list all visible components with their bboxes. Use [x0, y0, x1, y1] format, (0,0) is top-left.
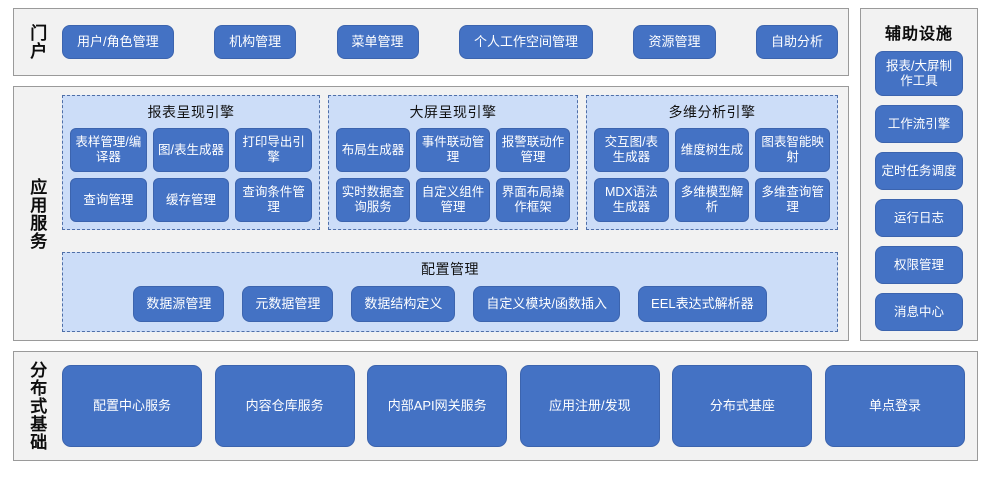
engine-items: 布局生成器事件联动管理报警联动作管理实时数据查询服务自定义组件管理界面布局操作框… [336, 128, 570, 222]
auxiliary-button[interactable]: 运行日志 [875, 199, 963, 237]
engine-panel: 报表呈现引擎表样管理/编译器图/表生成器打印导出引擎查询管理缓存管理查询条件管理 [62, 95, 320, 230]
engine-button[interactable]: 界面布局操作框架 [496, 178, 570, 222]
engine-button[interactable]: 表样管理/编译器 [70, 128, 147, 172]
auxiliary-section-title: 辅助设施 [884, 26, 953, 43]
distributed-foundation-label: 分布式基础 [27, 361, 47, 451]
portal-button[interactable]: 自助分析 [755, 25, 838, 59]
configuration-button[interactable]: 自定义模块/函数插入 [473, 286, 621, 322]
engine-panel: 大屏呈现引擎布局生成器事件联动管理报警联动作管理实时数据查询服务自定义组件管理界… [328, 95, 578, 230]
portal-items: 用户/角色管理 机构管理 菜单管理 个人工作空间管理 资源管理 自助分析 [58, 9, 848, 75]
engines-row: 报表呈现引擎表样管理/编译器图/表生成器打印导出引擎查询管理缓存管理查询条件管理… [62, 95, 838, 230]
portal-button[interactable]: 菜单管理 [336, 25, 419, 59]
engine-button[interactable]: 报警联动作管理 [496, 128, 570, 172]
auxiliary-items: 报表/大屏制作工具工作流引擎定时任务调度运行日志权限管理消息中心 [861, 51, 977, 331]
portal-button[interactable]: 机构管理 [214, 25, 297, 59]
portal-section-label: 门户 [27, 24, 47, 60]
portal-section: 门户 用户/角色管理 机构管理 菜单管理 个人工作空间管理 资源管理 自助分析 [13, 8, 849, 76]
engine-button[interactable]: 交互图/表生成器 [594, 128, 669, 172]
engine-button[interactable]: 布局生成器 [336, 128, 410, 172]
distributed-button[interactable]: 单点登录 [824, 365, 965, 447]
distributed-button[interactable]: 内部API网关服务 [367, 365, 508, 447]
auxiliary-button[interactable]: 权限管理 [875, 246, 963, 284]
configuration-button[interactable]: 数据结构定义 [351, 286, 456, 322]
distributed-button[interactable]: 配置中心服务 [62, 365, 202, 447]
auxiliary-button[interactable]: 工作流引擎 [875, 105, 963, 143]
portal-button[interactable]: 用户/角色管理 [62, 25, 174, 59]
auxiliary-button[interactable]: 报表/大屏制作工具 [875, 51, 963, 96]
distributed-button[interactable]: 内容仓库服务 [214, 365, 355, 447]
distributed-foundation-items: 配置中心服务内容仓库服务内部API网关服务应用注册/发现分布式基座单点登录 [58, 352, 977, 460]
engine-button[interactable]: 缓存管理 [152, 178, 230, 222]
engine-button[interactable]: 事件联动管理 [416, 128, 490, 172]
configuration-panel-title: 配置管理 [421, 261, 479, 277]
engine-panel-title: 多维分析引擎 [668, 104, 756, 120]
engine-button[interactable]: 实时数据查询服务 [336, 178, 410, 222]
engine-button[interactable]: 图表智能映射 [755, 128, 830, 172]
configuration-button[interactable]: 元数据管理 [242, 286, 334, 322]
engine-button[interactable]: MDX语法生成器 [594, 178, 669, 222]
distributed-button[interactable]: 分布式基座 [672, 365, 813, 447]
engine-items: 表样管理/编译器图/表生成器打印导出引擎查询管理缓存管理查询条件管理 [70, 128, 312, 222]
engine-panel: 多维分析引擎交互图/表生成器维度树生成图表智能映射 MDX语法生成器多维模型解析多… [586, 95, 838, 230]
configuration-button[interactable]: EEL表达式解析器 [638, 286, 767, 322]
auxiliary-button[interactable]: 消息中心 [875, 293, 963, 331]
application-services-body: 报表呈现引擎表样管理/编译器图/表生成器打印导出引擎查询管理缓存管理查询条件管理… [58, 87, 848, 340]
engine-items: 交互图/表生成器维度树生成图表智能映射 MDX语法生成器多维模型解析多维查询管理 [594, 128, 830, 222]
application-services-section: 应用服务 报表呈现引擎表样管理/编译器图/表生成器打印导出引擎查询管理缓存管理查… [13, 86, 849, 341]
engine-button[interactable]: 查询条件管理 [235, 178, 312, 222]
engine-button[interactable]: 自定义组件管理 [416, 178, 490, 222]
engine-button[interactable]: 图/表生成器 [152, 128, 230, 172]
engine-panel-title: 报表呈现引擎 [147, 104, 235, 120]
engine-panel-title: 大屏呈现引擎 [409, 104, 497, 120]
portal-button[interactable]: 个人工作空间管理 [459, 25, 594, 59]
auxiliary-button[interactable]: 定时任务调度 [875, 152, 963, 190]
auxiliary-section: 辅助设施 报表/大屏制作工具工作流引擎定时任务调度运行日志权限管理消息中心 [860, 8, 978, 341]
engine-button[interactable]: 打印导出引擎 [235, 128, 312, 172]
distributed-foundation-section: 分布式基础 配置中心服务内容仓库服务内部API网关服务应用注册/发现分布式基座单… [13, 351, 978, 461]
distributed-button[interactable]: 应用注册/发现 [519, 365, 660, 447]
application-services-label: 应用服务 [27, 177, 47, 250]
engine-button[interactable]: 查询管理 [70, 178, 147, 222]
configuration-items: 数据源管理元数据管理数据结构定义自定义模块/函数插入 EEL表达式解析器 [71, 286, 829, 322]
configuration-button[interactable]: 数据源管理 [133, 286, 225, 322]
engine-button[interactable]: 多维模型解析 [674, 178, 750, 222]
engine-button[interactable]: 维度树生成 [674, 128, 750, 172]
portal-button[interactable]: 资源管理 [633, 25, 716, 59]
configuration-panel: 配置管理 数据源管理元数据管理数据结构定义自定义模块/函数插入 EEL表达式解析器 [62, 252, 838, 332]
engine-button[interactable]: 多维查询管理 [755, 178, 830, 222]
